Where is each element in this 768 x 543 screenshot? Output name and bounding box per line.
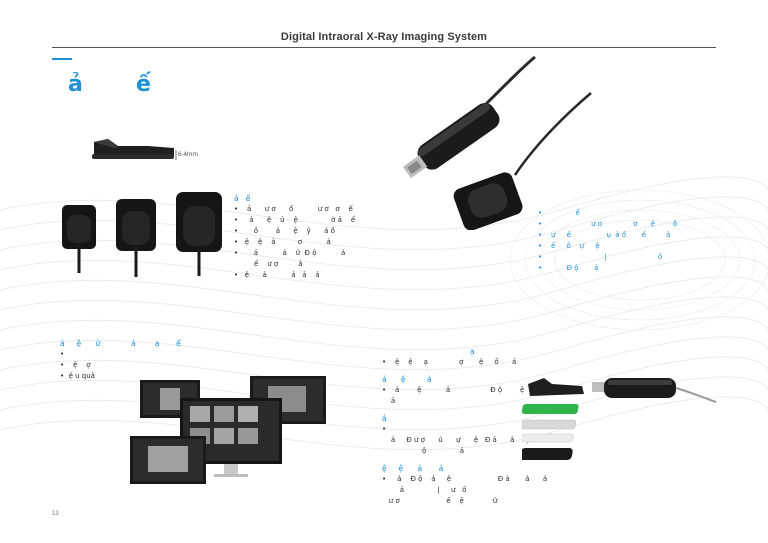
technology-block: ạ • ệ ệ ạ ợ ệ ồ ả ả ệ ả • ả ệ ả Đ ộ ệ ả … <box>382 346 548 507</box>
sensor-profile-image <box>92 139 177 160</box>
technology-section-line: ả Đ ư ợ ủ ự ệ Đ ả ả ệ <box>382 436 530 444</box>
technology-top-line: • ệ ệ ạ ợ ệ ồ ả <box>382 358 517 366</box>
sensor-size-large-image <box>176 192 222 276</box>
usb-stick-image <box>592 378 717 403</box>
sensor-size-small-image <box>62 205 96 273</box>
sensor-sizes-line: • ả ệ ủ ệ ờ ả ế <box>234 216 356 224</box>
software-monitors-image <box>130 376 326 484</box>
technology-section-title: ả ệ ả <box>382 375 432 384</box>
sensor-sizes-block: ả ế • ả ư ơ ồ ư ơ ơ ế • ả ệ ủ ệ ờ ả ế • … <box>234 193 434 281</box>
technology-section-line: ộ ả <box>382 447 465 455</box>
software-line: • ệ ợ <box>60 361 91 369</box>
section-heading-right: ế <box>136 72 151 97</box>
section-heading-left: ả <box>68 72 83 97</box>
usb-features-block: • ế • ư ơ ơ ệ ồ • ự ế ụ ả ồ ế ả • ế ồ ự … <box>538 208 738 274</box>
usb-sensor-image <box>402 55 592 230</box>
technology-section-line: • ả Đ ộ ả ệ Đ ả ả ả <box>382 475 548 483</box>
sensor-sizes-line: • ả ư ơ ồ ư ơ ơ ế <box>234 205 353 213</box>
sensor-size-medium-image <box>116 199 156 277</box>
sensor-thickness-label: 6.4mm <box>178 151 198 158</box>
usb-feature-line: • ư ơ ơ ệ ồ <box>538 220 678 228</box>
technology-section-line: ả | ư ồ <box>382 486 467 494</box>
software-line: • <box>60 350 65 358</box>
accent-dash <box>52 58 72 60</box>
technology-section-line: ả <box>382 397 396 405</box>
sensor-sizes-line: • ệ ả ả ả ả <box>234 271 320 279</box>
technology-section-line: ư ơ ế ệ ử <box>382 497 498 505</box>
usb-feature-line: • ự ế ụ ả ồ ế ả <box>538 231 671 239</box>
sensor-layers-image <box>522 378 584 460</box>
usb-feature-line: • ế <box>538 209 580 217</box>
sensor-sizes-title: ả ế <box>234 194 251 203</box>
sensor-sizes-line: ế ư ợ ả <box>234 260 303 268</box>
sensor-sizes-line: • ả ả ữ Đ ộ ả <box>234 249 346 257</box>
sensor-sizes-line: • ồ ả ệ ỹ ả ồ <box>234 227 335 235</box>
software-line: • ệ u quả <box>60 372 95 380</box>
usb-feature-line: • | ồ <box>538 253 663 261</box>
page-title: Digital Intraoral X-Ray Imaging System <box>280 31 488 43</box>
usb-feature-line: • Đ ộ ả <box>538 264 599 272</box>
technology-top-title: ạ <box>470 347 475 356</box>
technology-section-line: • <box>382 425 387 433</box>
page-number: 13 <box>52 511 59 517</box>
software-title: ả ệ ử ả ạ ế <box>60 339 181 348</box>
technology-section-title: ệ ệ ả ả <box>382 464 444 473</box>
title-rule <box>52 47 716 48</box>
technology-section-title: ả <box>382 414 387 423</box>
technology-section-line: • ả ệ ả Đ ộ ệ <box>382 386 525 394</box>
usb-feature-line: • ế ồ ự ệ <box>538 242 600 250</box>
software-block: ả ệ ử ả ạ ế • • ệ ợ • ệ u quả <box>60 338 280 382</box>
sensor-sizes-line: • ệ ệ ả ơ ả <box>234 238 331 246</box>
